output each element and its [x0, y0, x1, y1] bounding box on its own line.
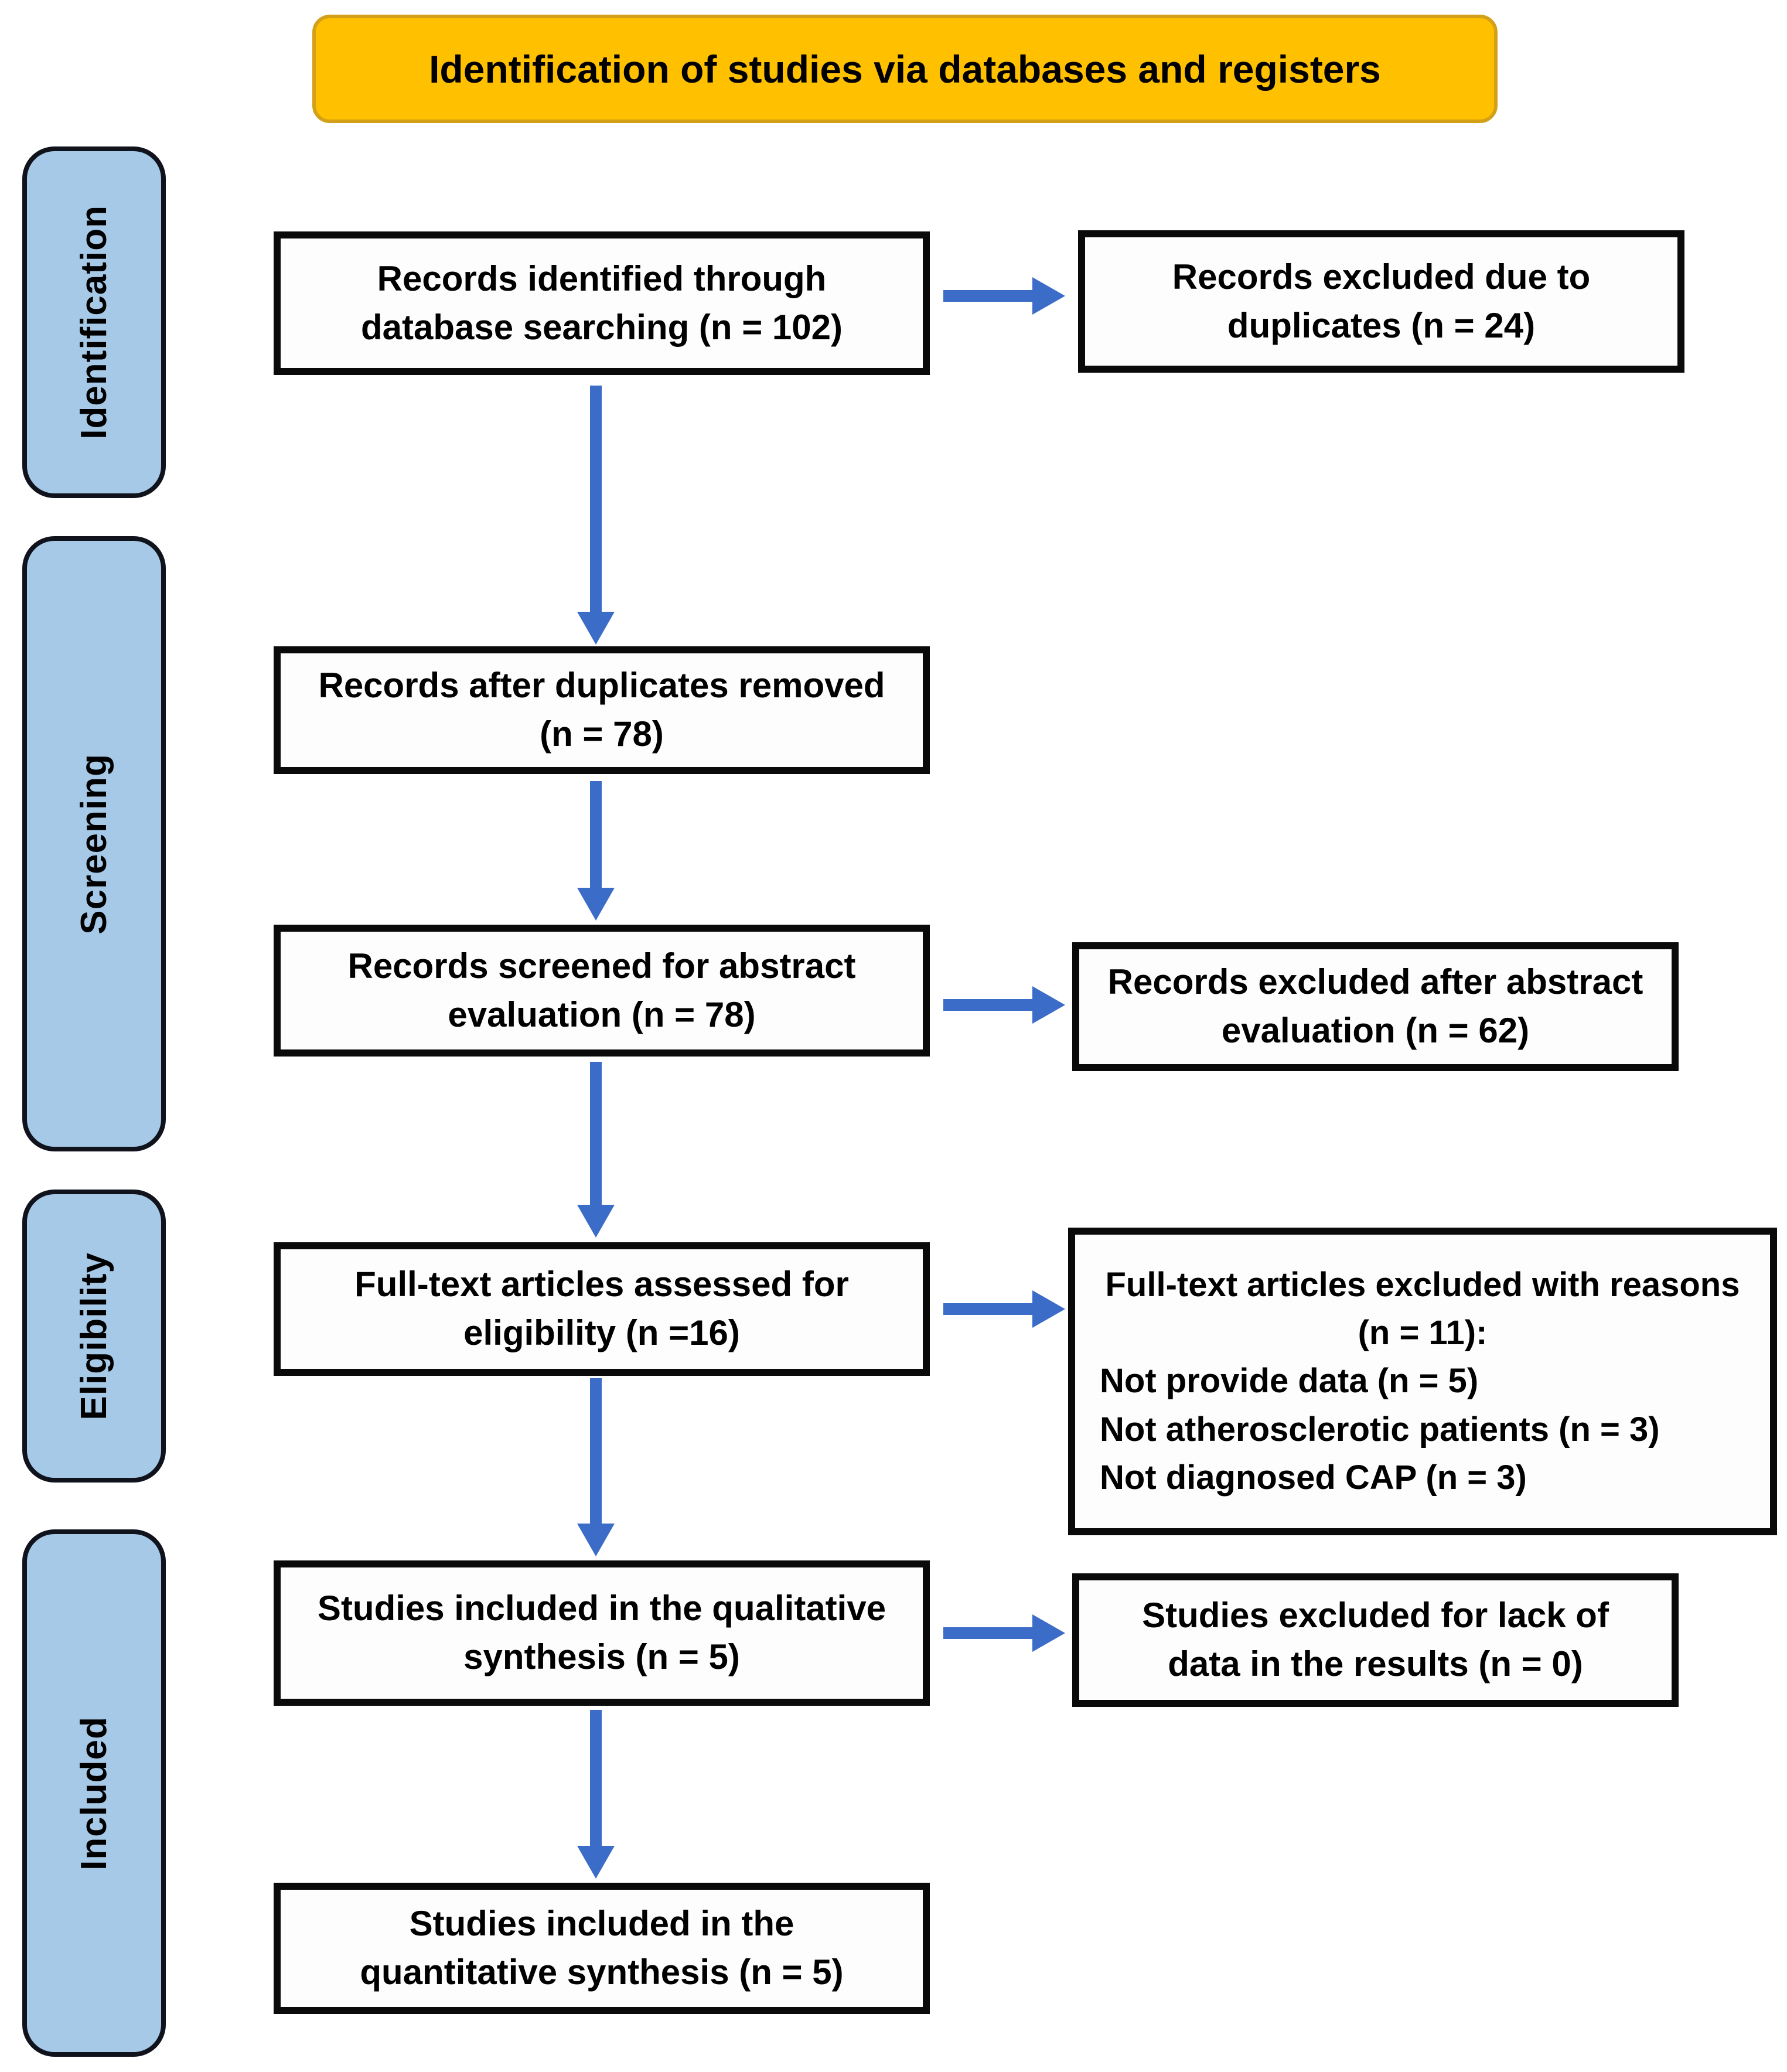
- down-arrow-qualitative-to-quantitative: [577, 1710, 615, 1879]
- arrow-head-icon: [577, 1205, 615, 1238]
- excluded-reason-item: Not provide data (n = 5): [1100, 1362, 1479, 1400]
- box-excluded-fulltext-reasons: Full-text articles excluded with reasons…: [1068, 1228, 1777, 1535]
- stage-screening: Screening: [22, 536, 166, 1151]
- stage-included-label: Included: [74, 1716, 114, 1870]
- box-records-screened: Records screened for abstract evaluation…: [274, 925, 930, 1057]
- box-fulltext-assessed: Full-text articles assessed for eligibil…: [274, 1242, 930, 1376]
- arrow-shaft: [943, 1627, 1035, 1639]
- arrow-head-icon: [1032, 986, 1065, 1024]
- stage-included: Included: [22, 1529, 166, 2057]
- arrow-shaft: [590, 1710, 602, 1848]
- down-arrow-screened-to-fulltext: [577, 1062, 615, 1238]
- down-arrow-fulltext-to-qualitative: [577, 1378, 615, 1556]
- right-arrow-to-excluded-duplicates: [943, 277, 1065, 315]
- down-arrow-deduplicated-to-screened: [577, 781, 615, 921]
- banner-title: Identification of studies via databases …: [312, 15, 1498, 123]
- right-arrow-to-excluded-lack-of-data: [943, 1614, 1065, 1652]
- stage-screening-label: Screening: [74, 753, 114, 935]
- excluded-reason-item: Not atherosclerotic patients (n = 3): [1100, 1410, 1660, 1449]
- right-arrow-to-excluded-abstract: [943, 986, 1065, 1024]
- arrow-shaft: [943, 1303, 1035, 1315]
- arrow-head-icon: [1032, 277, 1065, 315]
- box-qualitative-synthesis: Studies included in the qualitative synt…: [274, 1560, 930, 1706]
- box-records-identified: Records identified through database sear…: [274, 231, 930, 375]
- arrow-head-icon: [1032, 1614, 1065, 1652]
- excluded-reason-item: Not diagnosed CAP (n = 3): [1100, 1458, 1527, 1497]
- box-quantitative-synthesis: Studies included in the quantitative syn…: [274, 1883, 930, 2014]
- box-excluded-duplicates: Records excluded due to duplicates (n = …: [1078, 230, 1684, 373]
- arrow-head-icon: [1032, 1290, 1065, 1328]
- arrow-shaft: [943, 999, 1035, 1011]
- down-arrow-identified-to-deduplicated: [577, 386, 615, 645]
- stage-identification: Identification: [22, 146, 166, 498]
- arrow-shaft: [590, 1378, 602, 1526]
- arrow-head-icon: [577, 1524, 615, 1556]
- stage-identification-label: Identification: [74, 205, 114, 439]
- stage-eligibility-label: Eligibility: [74, 1252, 114, 1420]
- stage-eligibility: Eligibility: [22, 1190, 166, 1483]
- arrow-shaft: [590, 781, 602, 890]
- arrow-shaft: [943, 290, 1035, 302]
- arrow-head-icon: [577, 888, 615, 921]
- excluded-reasons-title: Full-text articles excluded with reasons…: [1105, 1265, 1740, 1352]
- arrow-shaft: [590, 386, 602, 614]
- arrow-head-icon: [577, 1846, 615, 1879]
- arrow-shaft: [590, 1062, 602, 1207]
- right-arrow-to-excluded-reasons: [943, 1290, 1065, 1328]
- box-excluded-abstract: Records excluded after abstract evaluati…: [1072, 942, 1679, 1071]
- box-excluded-lack-of-data: Studies excluded for lack of data in the…: [1072, 1573, 1679, 1707]
- arrow-head-icon: [577, 612, 615, 645]
- box-after-duplicates: Records after duplicates removed (n = 78…: [274, 646, 930, 774]
